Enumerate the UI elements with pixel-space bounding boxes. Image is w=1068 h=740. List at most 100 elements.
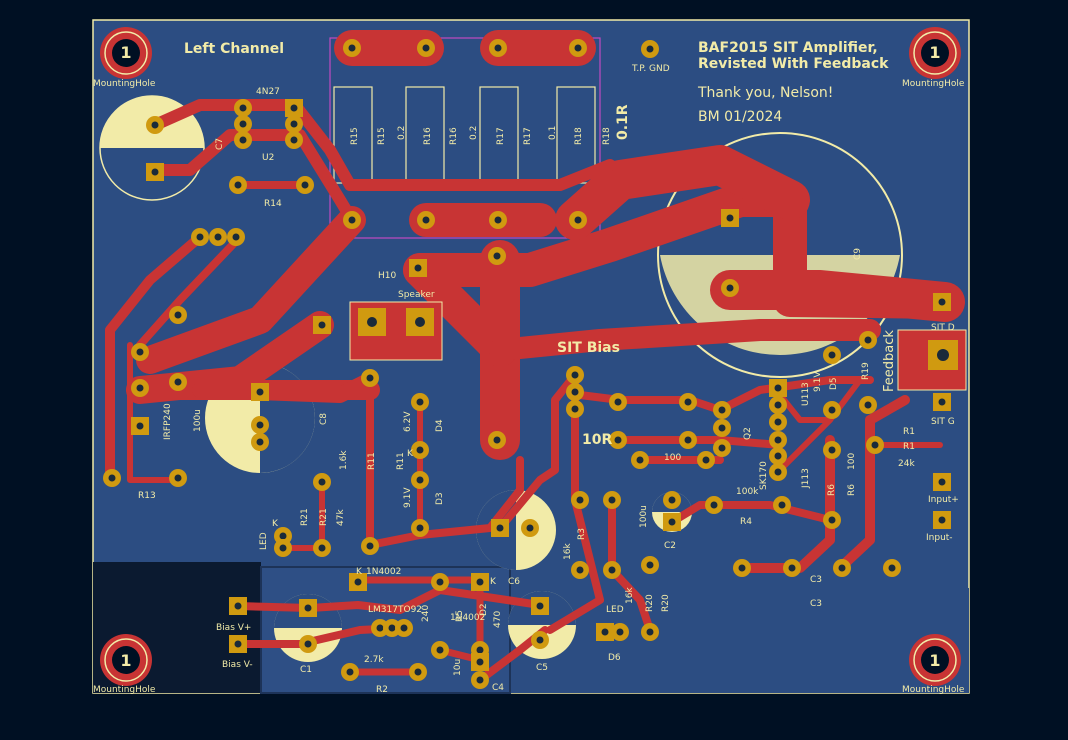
d6-label: D6 <box>608 653 621 663</box>
r6-label: R6 <box>827 484 837 496</box>
r1-ref: R1 <box>903 442 915 452</box>
board-void-right <box>510 588 969 693</box>
r13-label: R13 <box>138 491 156 501</box>
to92-label: TO92 <box>397 605 422 615</box>
mounting-hole-number: 1 <box>120 43 131 62</box>
r16-value: 0.2 <box>469 126 479 140</box>
feedback-label: Feedback <box>882 330 897 392</box>
c100-label: 100u <box>193 409 203 432</box>
d2-label: D2 <box>479 603 489 616</box>
c6-label: C6 <box>508 577 520 587</box>
u113-label: U113 <box>801 382 811 406</box>
channel-title: Left Channel <box>184 41 284 57</box>
speaker-label: Speaker <box>398 290 435 300</box>
r19-label: R19 <box>861 362 871 380</box>
r20-value: 16k <box>625 587 635 604</box>
r5-value: 240 <box>421 605 431 622</box>
r17-label: R17 <box>496 127 506 145</box>
via-array-left <box>349 301 443 361</box>
r1-value: 24k <box>898 459 915 469</box>
sit-g-label: SIT G <box>931 417 955 427</box>
bias-minus-label: Bias V- <box>222 660 253 670</box>
bias-plus-label: Bias V+ <box>216 623 251 633</box>
r11-value: 1.6k <box>339 450 349 470</box>
d3-label: D3 <box>435 492 445 505</box>
r10r-label: 10R <box>582 432 612 448</box>
r21-ref: R21 <box>319 508 329 526</box>
r21-value: 47k <box>336 509 346 526</box>
sk170-label: SK170 <box>759 461 769 490</box>
r11-label: R11 <box>367 452 377 470</box>
r17-value: 0.1 <box>548 126 558 140</box>
d4-label: D4 <box>435 419 445 432</box>
r11-ref: R11 <box>396 452 406 470</box>
mounting-hole-number: 1 <box>929 43 940 62</box>
sit-d-label: SIT D <box>931 323 955 333</box>
mounting-hole-label: MountingHole <box>902 685 965 695</box>
u2-label: U2 <box>262 153 274 163</box>
r15-label: R15 <box>350 127 360 145</box>
q2-label: Q2 <box>743 427 753 440</box>
r2-label: R2 <box>376 685 388 695</box>
tp-gnd-label: T.P. GND <box>631 64 670 74</box>
k-label: K <box>272 519 279 529</box>
board-title-2: Revisted With Feedback <box>698 56 889 72</box>
sit-bias-label: SIT Bias <box>557 340 620 356</box>
k-label: K <box>490 577 497 587</box>
led2-label: LED <box>259 532 269 550</box>
r18-value: 0.1R <box>615 104 631 140</box>
c2-label: C2 <box>664 541 676 551</box>
r6-ref: R6 <box>847 484 857 496</box>
board-thanks: Thank you, Nelson! <box>697 85 833 101</box>
r100-label: 100 <box>664 453 681 463</box>
c1-label: C1 <box>300 665 312 675</box>
h10-label: H10 <box>378 271 396 281</box>
board-date: BM 01/2024 <box>698 109 782 125</box>
k-label: K <box>356 567 363 577</box>
d2-value: 1N4002 <box>450 613 485 623</box>
mounting-hole-number: 1 <box>929 651 940 670</box>
irf-label: IRFP240 <box>163 403 173 440</box>
mounting-hole-number: 1 <box>120 651 131 670</box>
r15-ref: R15 <box>377 127 387 145</box>
c9-label: C9 <box>853 248 863 260</box>
r20-ref: R20 <box>661 594 671 612</box>
d5-label: D5 <box>829 377 839 390</box>
c7-label: C7 <box>215 138 225 150</box>
c3-label: C3 <box>810 575 822 585</box>
k-label: K <box>407 449 414 459</box>
r4-label: R4 <box>740 517 752 527</box>
c5-label: C5 <box>536 663 548 673</box>
d5-value: 9.1V <box>813 371 823 392</box>
c4-label: C4 <box>492 683 504 693</box>
r1-label: R1 <box>903 427 915 437</box>
led-label: LED <box>606 605 624 615</box>
opto-label: 4N27 <box>256 87 280 97</box>
d1-value: 1N4002 <box>366 567 401 577</box>
d3-value: 9.1V <box>403 487 413 508</box>
r15-value: 0.2 <box>397 126 407 140</box>
r5-label: R5 <box>455 610 465 622</box>
c3-ref: C3 <box>810 599 822 609</box>
c2-value: 100u <box>639 505 649 528</box>
r18-label: R18 <box>574 127 584 145</box>
via-array-right <box>897 329 967 391</box>
d4-value: 6.2V <box>403 411 413 432</box>
r16-label: R16 <box>423 127 433 145</box>
r16-ref: R16 <box>449 127 459 145</box>
j113-label: J113 <box>801 468 811 489</box>
board-title-1: BAF2015 SIT Amplifier, <box>698 40 878 56</box>
r6-value: 100 <box>847 453 857 470</box>
r14-label: R14 <box>264 199 282 209</box>
r3-value: 16k <box>563 543 573 560</box>
input-plus-label: Input+ <box>928 495 959 505</box>
r17-ref: R17 <box>523 127 533 145</box>
r3-label: R3 <box>577 528 587 540</box>
r21-label: R21 <box>300 508 310 526</box>
c8-label: C8 <box>319 413 329 425</box>
r2-value: 2.7k <box>364 655 384 665</box>
r470-label: 470 <box>493 611 503 628</box>
mounting-hole-label: MountingHole <box>902 79 965 89</box>
u3-label: LM317 <box>368 605 398 615</box>
